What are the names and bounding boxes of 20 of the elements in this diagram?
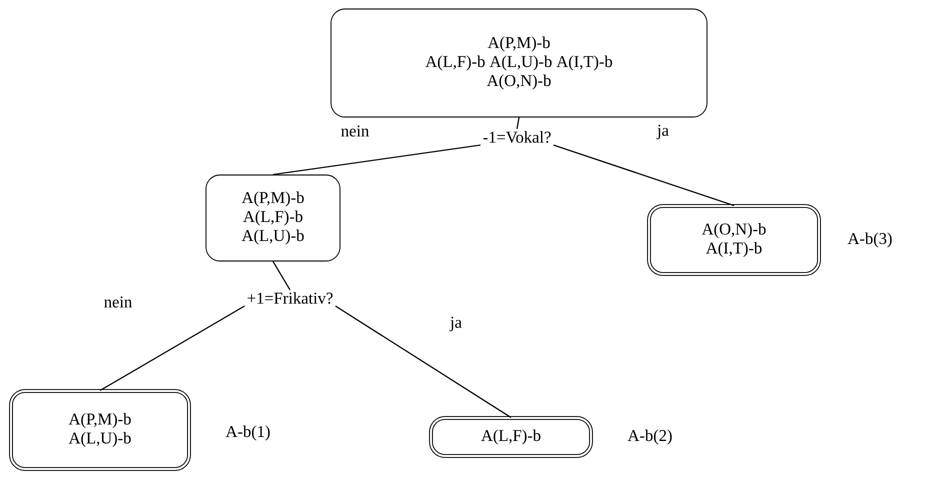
- double-rounded-box: A(P,M)-b A(L,U)-b: [9, 389, 191, 471]
- rounded-box: A(P,M)-b A(L,F)-b A(L,U)-b: [206, 174, 340, 262]
- connector-line: [272, 144, 481, 176]
- connector-line: [335, 306, 512, 418]
- connector-line: [553, 144, 734, 206]
- leaf-label: A-b(3): [848, 232, 892, 248]
- connector-line: [516, 117, 520, 130]
- double-rounded-box: A(O,N)-b A(I,T)-b: [647, 204, 821, 276]
- connector-line: [100, 306, 245, 392]
- double-rounded-box: A(L,F)-b: [429, 416, 593, 458]
- edge-label: ja: [656, 124, 670, 140]
- question-text: +1=Frikativ?: [244, 290, 336, 306]
- rounded-box: A(P,M)-b A(L,F)-b A(L,U)-b A(I,T)-b A(O,N)-b: [330, 8, 708, 118]
- edge-label: nein: [102, 295, 134, 309]
- leaf-label: A-b(2): [628, 430, 672, 444]
- connector-line: [272, 261, 291, 290]
- leaf-label: A-b(1): [226, 426, 270, 440]
- edge-label: nein: [340, 124, 370, 138]
- edge-label: ja: [449, 316, 463, 332]
- question-text: -1=Vokal?: [480, 129, 554, 145]
